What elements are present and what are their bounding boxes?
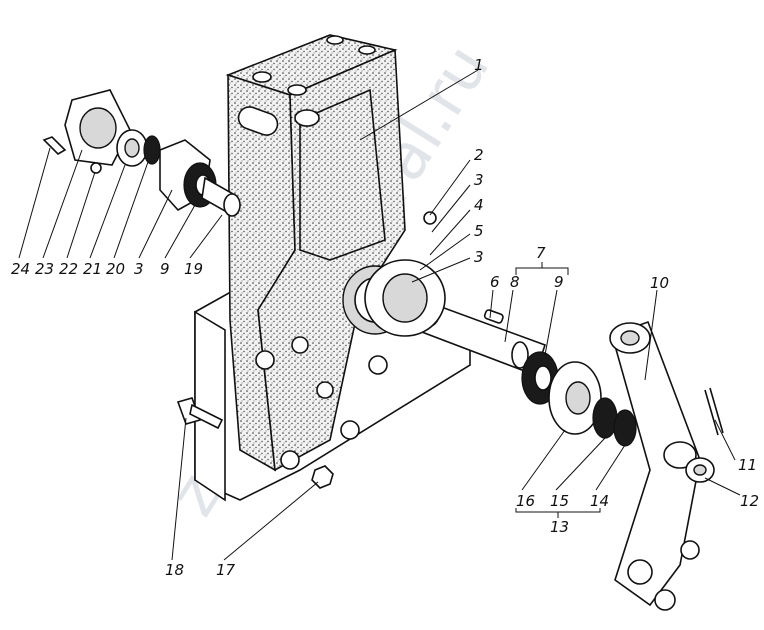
label-6: 6 — [490, 273, 500, 291]
label-14: 14 — [590, 492, 609, 510]
label-16: 16 — [516, 492, 535, 510]
label-13: 13 — [550, 518, 569, 536]
label-11: 11 — [738, 456, 757, 474]
label-3b: 3 — [474, 248, 484, 266]
cotter-pin-part-11 — [704, 387, 724, 436]
label-9-left: 9 — [160, 260, 170, 278]
label-9: 9 — [554, 273, 564, 291]
label-24: 24 — [11, 260, 30, 278]
label-4: 4 — [474, 196, 484, 214]
label-20: 20 — [106, 260, 125, 278]
label-10: 10 — [650, 274, 669, 292]
label-5: 5 — [474, 222, 484, 240]
flange-part-5 — [364, 211, 446, 337]
label-23: 23 — [35, 260, 54, 278]
label-3: 3 — [474, 171, 484, 189]
label-21: 21 — [83, 260, 102, 278]
bolt-part-18 — [176, 397, 224, 430]
label-1: 1 — [474, 56, 484, 74]
label-3-left: 3 — [134, 260, 144, 278]
label-15: 15 — [550, 492, 569, 510]
bolt-part-24 — [42, 136, 67, 155]
key-part-6 — [483, 309, 504, 324]
leader-lines — [18, 69, 741, 561]
label-8: 8 — [510, 273, 520, 291]
nut-part-22 — [90, 162, 102, 174]
label-22: 22 — [59, 260, 78, 278]
callout-labels: 1 2 3 4 5 3 6 8 9 7 10 11 12 13 14 15 16… — [11, 56, 759, 579]
castle-nut-part-12 — [685, 457, 715, 483]
ring-part-21 — [116, 129, 148, 167]
label-12: 12 — [740, 492, 759, 510]
cover-part-16 — [548, 361, 602, 435]
label-2: 2 — [474, 146, 484, 164]
seal-part-14 — [613, 409, 637, 447]
label-7: 7 — [536, 244, 546, 262]
sleeve-part-19 — [201, 176, 241, 217]
seal-part-15 — [592, 397, 618, 439]
label-18: 18 — [165, 561, 184, 579]
label-17: 17 — [216, 561, 236, 579]
plate-part-23 — [64, 89, 131, 166]
seal-part-20 — [143, 135, 161, 165]
lever-part-10 — [609, 320, 701, 611]
label-19: 19 — [184, 260, 203, 278]
bracket-body-part-1 — [225, 34, 408, 472]
